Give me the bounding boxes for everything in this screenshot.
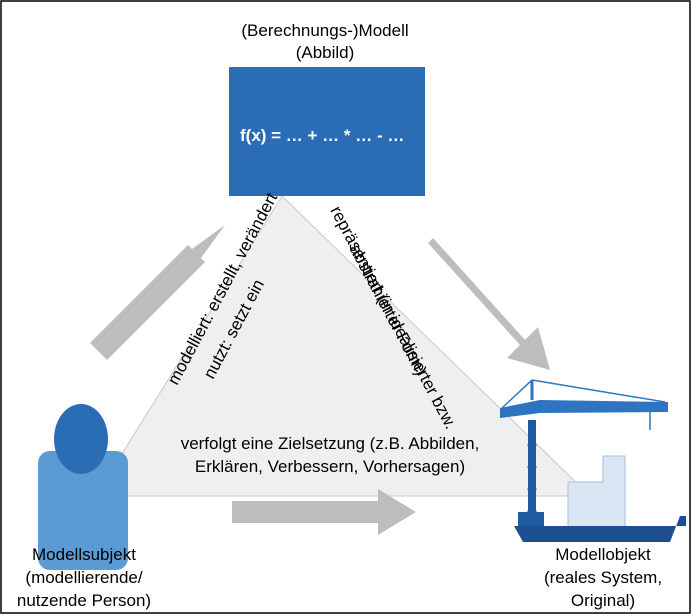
- arrow-model-to-object: [428, 238, 550, 370]
- relation-triangle: [95, 195, 592, 497]
- bottom-edge-label-2: Erklären, Verbessern, Vorhersagen): [195, 457, 465, 476]
- model-formula: f(x) = … + … * … - …: [240, 126, 404, 145]
- person-icon: [38, 404, 128, 570]
- subject-label-1: Modellsubjekt: [32, 545, 136, 564]
- model-box: [229, 67, 425, 196]
- model-title: (Berechnungs-)Modell: [241, 21, 408, 40]
- object-label-2: (reales System,: [544, 568, 662, 587]
- model-subtitle: (Abbild): [296, 43, 355, 62]
- object-label-1: Modellobjekt: [555, 545, 651, 564]
- object-label-3: Original): [571, 591, 635, 610]
- bottom-edge-label-1: verfolgt eine Zielsetzung (z.B. Abbilden…: [181, 434, 480, 453]
- subject-label-2: (modellierende/: [25, 568, 142, 587]
- arrow-subject-to-model: [90, 225, 225, 360]
- subject-label-3: nutzende Person): [17, 591, 151, 610]
- crane-building-icon: [500, 379, 686, 542]
- arrow-subject-to-object: [232, 489, 416, 535]
